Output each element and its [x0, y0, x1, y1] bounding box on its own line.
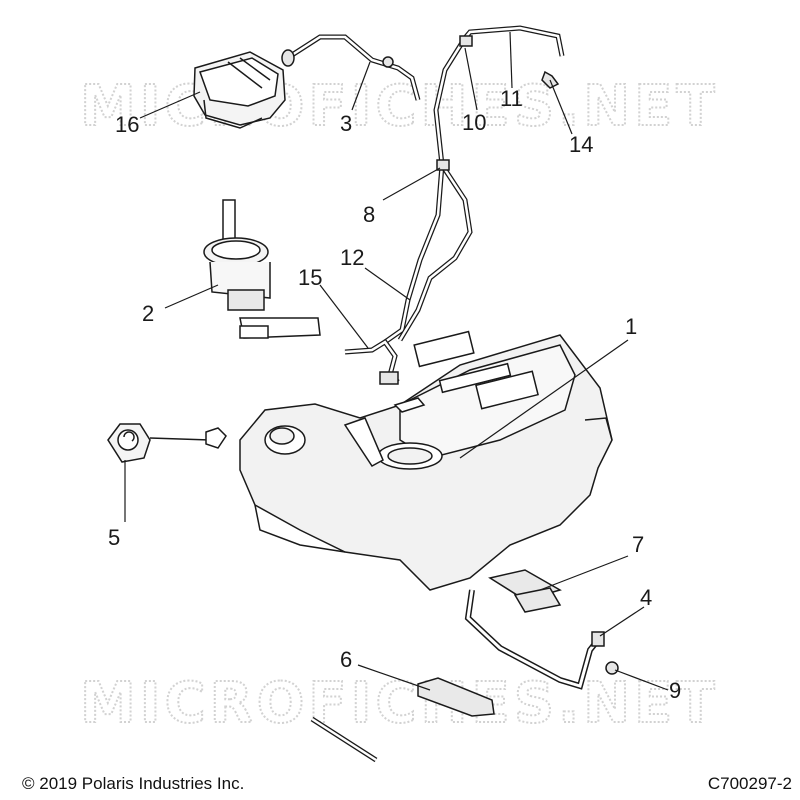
callout-14: 14: [569, 132, 593, 157]
callout-15: 15: [298, 265, 322, 290]
part-2-fuel-pump[interactable]: [203, 199, 321, 339]
leader-lines: [124, 31, 669, 691]
part-11-vent-hose[interactable]: [459, 25, 565, 89]
part-9-nut[interactable]: [605, 661, 619, 675]
part-6-pad[interactable]: [417, 677, 495, 717]
part-5-fuel-cap[interactable]: [107, 423, 227, 463]
callout-3: 3: [340, 111, 352, 136]
callout-6: 6: [340, 647, 352, 672]
drawing-number: C700297-2: [707, 774, 792, 793]
callout-16: 16: [115, 112, 139, 137]
part-3-fuel-hose[interactable]: [281, 34, 421, 101]
callout-4: 4: [640, 585, 652, 610]
watermark-top: MICROFICHES.NET: [80, 74, 719, 139]
part-8-vent-line[interactable]: [383, 36, 473, 345]
callout-5: 5: [108, 525, 120, 550]
part-7-tank-pads[interactable]: [488, 569, 562, 613]
part-1-fuel-tank[interactable]: [239, 330, 613, 591]
copyright-text: © 2019 Polaris Industries Inc.: [22, 774, 245, 793]
callout-2: 2: [142, 301, 154, 326]
callout-11: 11: [500, 86, 523, 111]
callout-10: 10: [462, 110, 486, 135]
callout-7: 7: [632, 532, 644, 557]
callout-8: 8: [363, 202, 375, 227]
callout-9: 9: [669, 678, 681, 703]
part-15-rollover-valve[interactable]: [344, 338, 400, 385]
retaining-rod[interactable]: [310, 716, 378, 763]
watermark-bottom: MICROFICHES.NET: [80, 671, 719, 736]
callout-12: 12: [340, 245, 364, 270]
callout-1: 1: [625, 314, 637, 339]
part-16-pump-cover[interactable]: [193, 51, 286, 129]
